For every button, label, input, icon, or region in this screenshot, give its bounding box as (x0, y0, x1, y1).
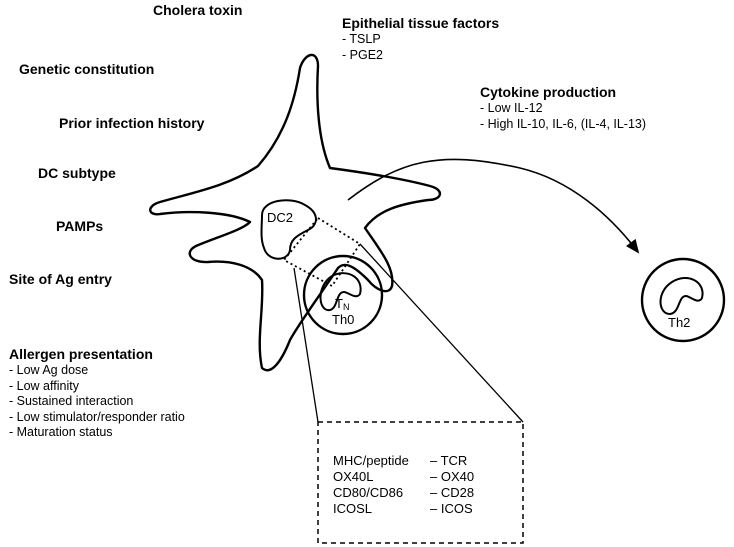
allergen-item: - Low affinity (9, 379, 185, 395)
zoom-line-right (360, 244, 523, 422)
epithelial-title: Epithelial tissue factors (342, 16, 499, 30)
allergen-item: - Maturation status (9, 425, 185, 441)
tn-main: T (335, 296, 343, 311)
allergen-item: - Sustained interaction (9, 394, 185, 410)
epithelial-item: - TSLP (342, 32, 383, 48)
allergen-list: - Low Ag dose - Low affinity - Sustained… (9, 363, 185, 441)
pair-right: – OX40 (430, 470, 474, 483)
factor-site-of-ag-entry: Site of Ag entry (9, 272, 112, 286)
pair-right: – CD28 (430, 486, 474, 499)
factor-genetic-constitution: Genetic constitution (19, 62, 154, 76)
factor-cholera-toxin: Cholera toxin (153, 3, 242, 17)
tn-label: TN (335, 297, 349, 312)
factor-dc-subtype: DC subtype (38, 166, 116, 180)
allergen-item: - Low Ag dose (9, 363, 185, 379)
dendritic-cell-outline (150, 55, 440, 370)
epithelial-item: - PGE2 (342, 48, 383, 64)
factor-pamps: PAMPs (56, 219, 103, 233)
th0-label: Th0 (332, 313, 354, 326)
allergen-title: Allergen presentation (9, 347, 153, 361)
tn-subscript: N (343, 302, 350, 312)
pair-left: OX40L (333, 470, 373, 483)
zoom-line-left (294, 268, 318, 422)
epithelial-list: - TSLP - PGE2 (342, 32, 383, 63)
cytokine-item: - High IL-10, IL-6, (IL-4, IL-13) (480, 117, 646, 133)
differentiation-arrow (348, 159, 638, 252)
pair-right: – TCR (430, 454, 467, 467)
pair-right: – ICOS (430, 502, 473, 515)
allergen-item: - Low stimulator/responder ratio (9, 410, 185, 426)
cytokine-title: Cytokine production (480, 85, 616, 99)
cytokine-item: - Low IL-12 (480, 101, 646, 117)
pair-left: MHC/peptide (333, 454, 409, 467)
dc2-label: DC2 (267, 211, 293, 224)
th2-label: Th2 (668, 316, 690, 329)
cytokine-list: - Low IL-12 - High IL-10, IL-6, (IL-4, I… (480, 101, 646, 132)
pair-left: ICOSL (333, 502, 372, 515)
factor-prior-infection-history: Prior infection history (59, 116, 204, 130)
th2-nucleus (661, 278, 703, 314)
pair-left: CD80/CD86 (333, 486, 403, 499)
